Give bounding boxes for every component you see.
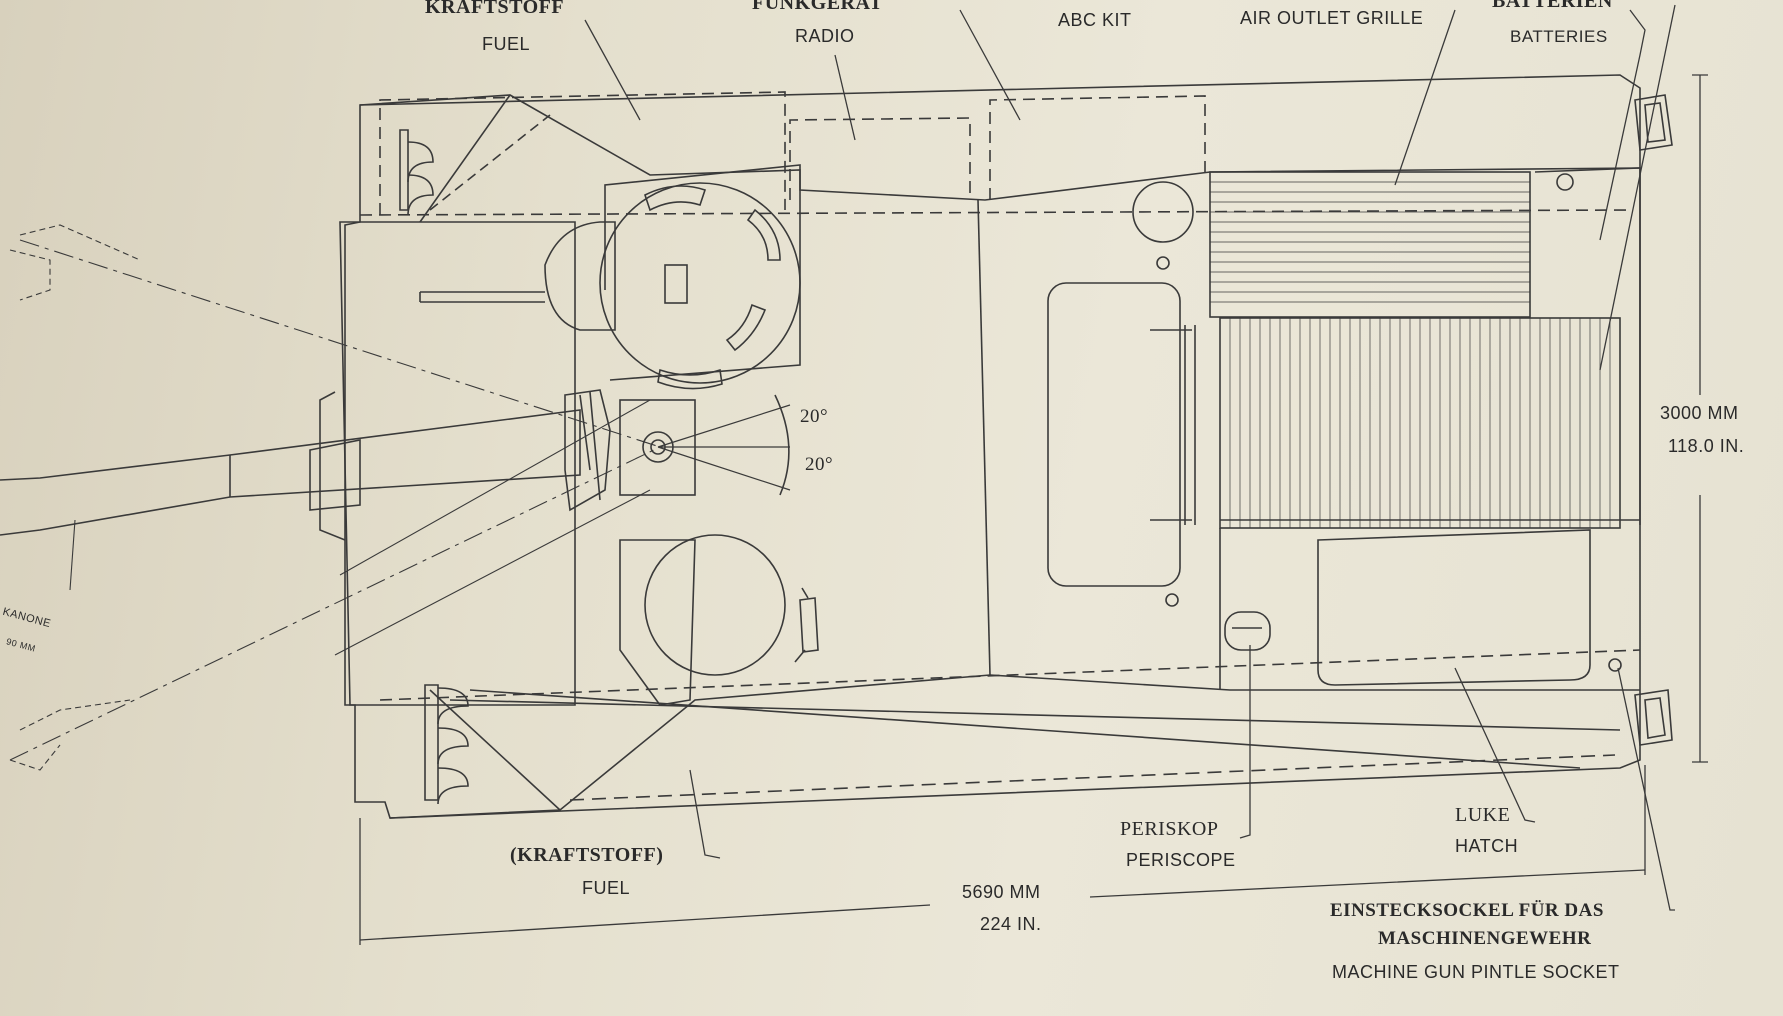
mantlet-block xyxy=(339,221,576,706)
label-air-outlet-grille: AIR OUTLET GRILLE xyxy=(1240,8,1424,28)
turret-hatch-3 xyxy=(725,303,767,352)
label-hatch-en: HATCH xyxy=(1455,836,1519,856)
grille-lower-slats xyxy=(1229,318,1611,528)
return-roller-left-top xyxy=(399,129,434,216)
return-roller-left-bottom xyxy=(424,684,469,805)
label-fuel-top-de: KRAFTSTOFF xyxy=(425,0,565,18)
upper-sponson-line xyxy=(359,94,1641,201)
label-fuel-bottom-en: FUEL xyxy=(582,878,631,898)
air-outlet-grille-upper xyxy=(1209,171,1531,318)
label-height-mm: 3000 MM xyxy=(1660,403,1739,423)
label-hatch-de: LUKE xyxy=(1455,804,1511,826)
periscope xyxy=(1224,611,1271,651)
label-length-mm: 5690 MM xyxy=(962,882,1041,902)
label-fuel-top-en: FUEL xyxy=(482,34,531,54)
dimension-height xyxy=(1692,74,1708,763)
rear-hatch xyxy=(1317,529,1591,686)
label-batteries-de: BATTERIEN xyxy=(1492,0,1613,12)
abc-compartment xyxy=(989,95,1206,200)
gun-mantlet xyxy=(564,389,611,512)
turret-hatch-1 xyxy=(644,185,707,212)
dimension-length xyxy=(359,765,1646,945)
fuel-compartment-top xyxy=(379,91,786,215)
fan-opening xyxy=(1132,181,1194,243)
label-batteries-en: BATTERIES xyxy=(1510,27,1608,46)
label-periscope-de: PERISKOP xyxy=(1120,818,1219,840)
label-fuel-bottom-de: (KRAFTSTOFF) xyxy=(510,844,664,866)
engine-access-plate xyxy=(1047,282,1181,587)
battery-bay xyxy=(1534,167,1641,525)
engine-bulkhead xyxy=(977,199,991,676)
label-mg-de-line2: MASCHINENGEWEHR xyxy=(1378,928,1592,949)
mg-socket-rear-bottom xyxy=(1634,689,1673,746)
label-angle-down: 20° xyxy=(805,454,834,475)
label-radio-de: FUNKGERAT xyxy=(752,0,883,14)
turret-hatch-2 xyxy=(746,208,781,261)
label-height-in: 118.0 IN. xyxy=(1668,436,1745,456)
label-abc-kit: ABC KIT xyxy=(1058,10,1132,30)
label-angle-up: 20° xyxy=(800,406,829,427)
hull-outline xyxy=(344,74,1641,819)
radio-compartment xyxy=(789,117,971,200)
label-periscope-en: PERISCOPE xyxy=(1126,850,1236,870)
driver-hatch xyxy=(644,534,786,676)
main-gun-barrel xyxy=(0,409,581,536)
label-mg-de-line1: EINSTECKSOCKEL FÜR DAS xyxy=(1330,900,1604,921)
grille-upper-slats xyxy=(1210,181,1530,303)
label-radio-en: RADIO xyxy=(795,26,855,46)
turret-cupola xyxy=(544,221,616,331)
label-length-in: 224 IN. xyxy=(980,914,1042,934)
label-mg-en: MACHINE GUN PINTLE SOCKET xyxy=(1332,962,1620,982)
lower-sponson-line xyxy=(389,674,1640,819)
leader-lines xyxy=(584,4,1676,911)
turret-hatch-4 xyxy=(657,368,723,390)
